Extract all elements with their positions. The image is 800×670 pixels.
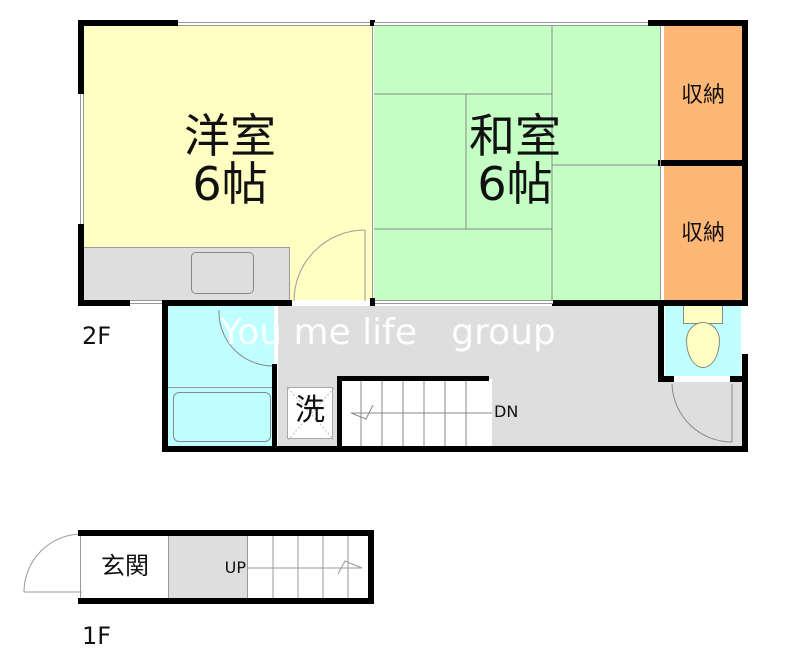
bathroom xyxy=(168,306,274,446)
sink xyxy=(191,252,254,294)
japanese-room-size: 6帖 xyxy=(477,157,553,212)
storage-top xyxy=(664,24,742,160)
japanese-room xyxy=(374,24,660,300)
floor-label-1f: 1F xyxy=(82,622,112,650)
western-room-name: 洋室 xyxy=(184,109,276,163)
floor-plan-2f: 洋室 6帖 和室 6帖 収納 収納 洗 xyxy=(78,20,748,452)
entrance xyxy=(82,536,168,600)
western-room-label: 洋室 6帖 xyxy=(120,112,340,209)
toilet-bowl xyxy=(686,322,720,368)
kitchen-counter xyxy=(82,247,290,300)
stairs-up-label: UP xyxy=(224,558,246,577)
door-swing-bath xyxy=(218,309,274,367)
door-swing-entrance xyxy=(23,533,83,593)
stairs-lines xyxy=(350,379,492,446)
watermark: You me life group xyxy=(220,312,556,353)
bathtub xyxy=(173,392,271,442)
storage-top-label: 収納 xyxy=(680,83,725,108)
washer xyxy=(287,387,335,441)
landing xyxy=(168,536,248,600)
stairs-up-lines xyxy=(248,536,363,600)
storage-bottom xyxy=(664,166,742,300)
door-swing-western xyxy=(293,229,366,302)
japanese-room-name: 和室 xyxy=(469,109,561,163)
tatami-lines xyxy=(374,24,660,300)
western-room-size: 6帖 xyxy=(192,157,268,212)
storage-bottom-label: 収納 xyxy=(680,221,725,246)
floor-label-2f: 2F xyxy=(82,322,112,350)
japanese-room-label: 和室 6帖 xyxy=(405,112,625,209)
stairs-down-label: DN xyxy=(494,402,519,421)
door-swing-toilet xyxy=(671,383,733,443)
washer-label: 洗 xyxy=(295,393,325,428)
floor-plan-1f: 玄関 UP 1F xyxy=(0,520,800,670)
entrance-label: 玄関 xyxy=(101,552,149,580)
hallway-lower-right xyxy=(662,382,742,446)
